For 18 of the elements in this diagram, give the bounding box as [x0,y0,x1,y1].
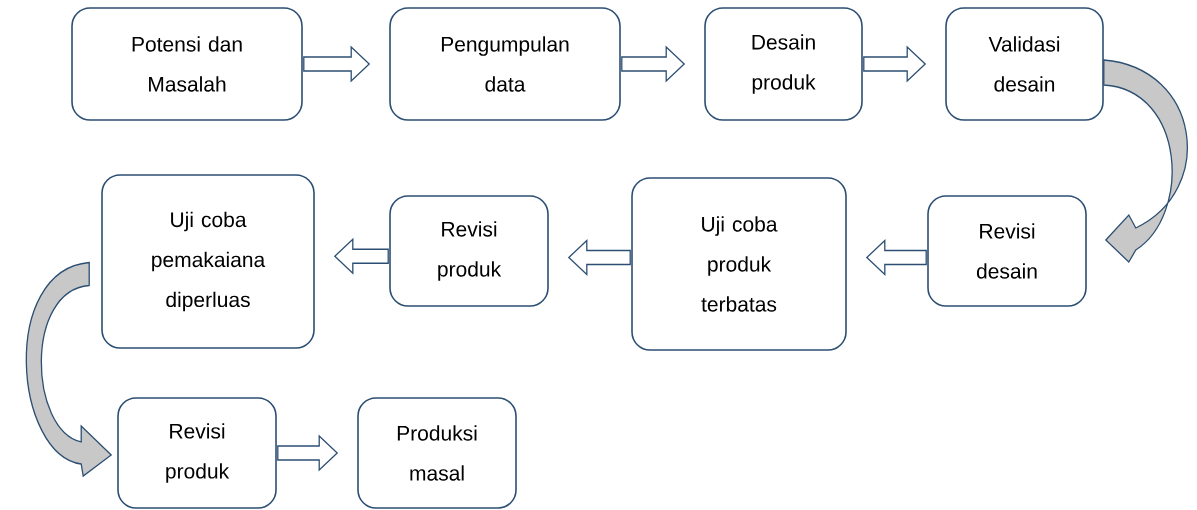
block-arrow [621,45,686,83]
process-box: Desain produk [704,7,863,121]
process-box: Produksi masal [357,397,517,509]
process-box: Revisi produk [117,397,277,509]
block-arrow [863,45,927,83]
process-box: Uji coba produk terbatas [631,177,847,351]
block-arrow [303,45,371,83]
process-box: Potensi dan Masalah [71,7,303,121]
block-arrow [277,434,339,472]
process-box: Pengumpulan data [389,7,621,121]
block-arrow [567,239,631,276]
process-box: Uji coba pemakaiana diperluas [101,174,315,349]
block-arrow [865,239,927,276]
process-box: Revisi desain [927,195,1087,307]
curved-arrow [1103,59,1188,263]
process-box: Revisi produk [389,195,549,307]
process-box: Validasi desain [945,7,1104,121]
block-arrow [333,237,389,275]
